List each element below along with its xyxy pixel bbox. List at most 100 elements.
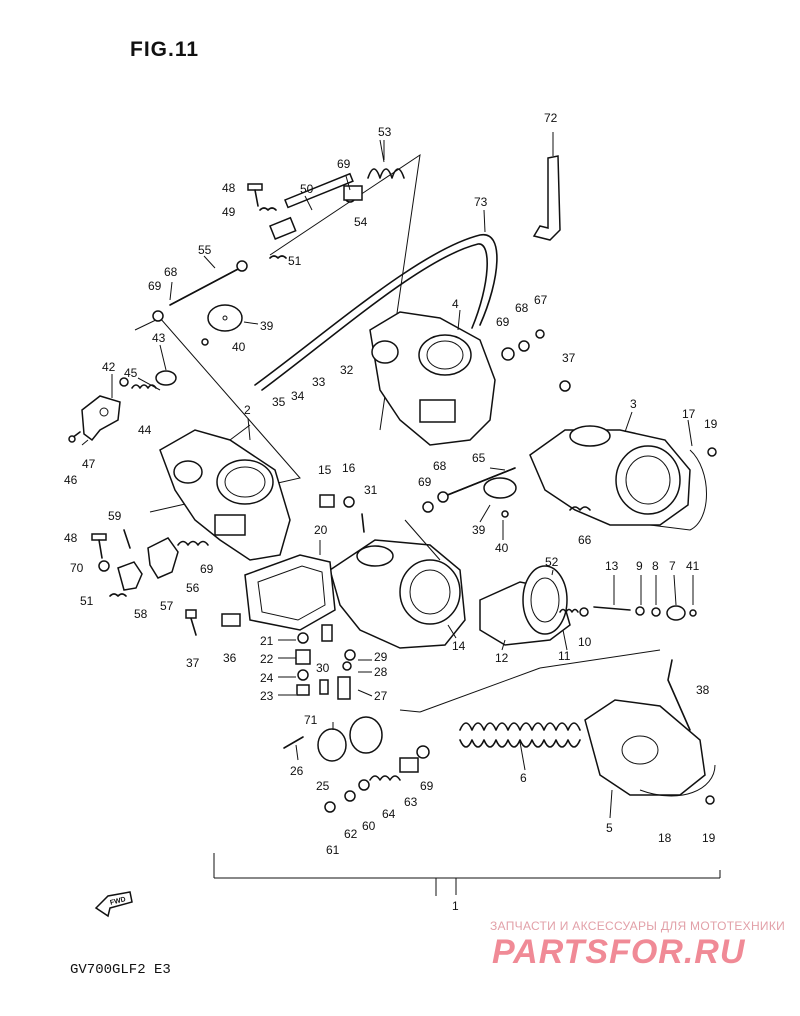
callout-33: 33	[312, 375, 326, 389]
callout-60: 60	[362, 819, 376, 833]
model-code: GV700GLF2 E3	[70, 962, 171, 978]
callout-11: 11	[558, 649, 571, 663]
screw-19-bottom	[705, 795, 715, 805]
callout-56: 56	[186, 581, 200, 595]
fuel-hose-inner	[261, 243, 488, 391]
callout-28: 28	[374, 665, 388, 679]
callout-39-right: 39	[472, 523, 486, 537]
callout-15: 15	[318, 463, 332, 477]
callout-69-stop: 69	[200, 562, 214, 576]
carburetor-body-2	[159, 424, 291, 561]
callout-37-right: 37	[562, 351, 576, 365]
callout-70: 70	[70, 561, 84, 575]
throttle-shaft-50	[269, 172, 363, 240]
callout-69-mid: 69	[418, 475, 432, 489]
gasket-plate-20	[244, 554, 336, 631]
washer-68-r	[518, 340, 530, 352]
watermark-tagline: ЗАПЧАСТИ И АКСЕССУАРЫ ДЛЯ МОТОТЕХНИКИ	[490, 919, 786, 933]
callout-49: 49	[222, 205, 236, 219]
callout-39-top: 39	[260, 319, 274, 333]
callout-38: 38	[696, 683, 710, 697]
washer-69-r	[501, 347, 515, 361]
callout-58: 58	[134, 607, 148, 621]
callout-59: 59	[108, 509, 122, 523]
callout-1: 1	[452, 899, 459, 913]
callout-29: 29	[374, 650, 388, 664]
fuel-hose	[254, 234, 498, 386]
callout-31: 31	[364, 483, 378, 497]
callout-21: 21	[260, 634, 274, 648]
bracket-72	[532, 132, 561, 241]
figure-title: FIG.11	[130, 38, 200, 61]
vacuum-piston-12	[479, 565, 571, 646]
spring-6	[459, 722, 581, 731]
callout-17: 17	[682, 407, 696, 421]
screw-19-top	[707, 447, 717, 457]
gasket-18	[639, 764, 716, 797]
callout-32: 32	[340, 363, 354, 377]
callout-71: 71	[304, 713, 318, 727]
callout-36: 36	[223, 651, 237, 665]
callout-45: 45	[124, 366, 138, 380]
callout-22: 22	[260, 652, 274, 666]
callout-19-top: 19	[704, 417, 718, 431]
gasket-17	[649, 449, 707, 531]
callout-62: 62	[344, 827, 358, 841]
callout-67: 67	[534, 293, 548, 307]
lever-assembly-42-47	[68, 370, 177, 443]
carburetor-body-14	[329, 519, 466, 649]
callout-13: 13	[605, 559, 619, 573]
callout-51-top: 51	[288, 254, 302, 268]
screw-37-right	[559, 380, 571, 392]
callout-4: 4	[452, 297, 459, 311]
callout-16: 16	[342, 461, 356, 475]
callout-41: 41	[686, 559, 700, 573]
washer-67-r	[535, 329, 545, 339]
callout-20: 20	[314, 523, 328, 537]
callout-43: 43	[152, 331, 166, 345]
callout-27: 27	[374, 689, 388, 703]
callout-12: 12	[495, 651, 509, 665]
callout-68-top: 68	[164, 265, 178, 279]
jet-needle-13	[593, 606, 631, 611]
callout-44: 44	[138, 423, 152, 437]
callout-57: 57	[160, 599, 174, 613]
callout-6: 6	[520, 771, 527, 785]
callout-65: 65	[472, 451, 486, 465]
callout-9: 9	[636, 559, 643, 573]
callout-47: 47	[82, 457, 96, 471]
callout-54: 54	[354, 215, 368, 229]
leader-lines	[81, 139, 721, 896]
spring-53	[367, 140, 405, 179]
callout-64: 64	[382, 807, 396, 821]
washer-10	[579, 607, 589, 617]
screw-40-top	[201, 338, 209, 346]
callout-18: 18	[658, 831, 672, 845]
part-9	[635, 606, 645, 616]
callout-19-bottom: 19	[702, 831, 716, 845]
spring-49	[259, 207, 277, 211]
callout-42: 42	[102, 360, 116, 374]
lower-parts-assembly	[283, 716, 430, 813]
fwd-label: FWD	[109, 896, 126, 907]
screw-41	[689, 609, 697, 617]
callout-61: 61	[326, 843, 340, 857]
callout-52: 52	[545, 555, 559, 569]
callout-50: 50	[300, 182, 314, 196]
callout-2: 2	[244, 403, 251, 417]
callout-46: 46	[64, 473, 78, 487]
rod-38	[667, 659, 691, 731]
callout-5: 5	[606, 821, 613, 835]
small-parts-center	[221, 494, 365, 700]
callout-68-mid: 68	[433, 459, 447, 473]
callout-48-left: 48	[64, 531, 78, 545]
callout-10: 10	[578, 635, 592, 649]
callout-35: 35	[272, 395, 286, 409]
callout-51-left: 51	[80, 594, 94, 608]
callout-37-left: 37	[186, 656, 200, 670]
callout-24: 24	[260, 671, 274, 685]
callout-14: 14	[452, 639, 466, 653]
carburetor-body-4	[369, 311, 496, 446]
